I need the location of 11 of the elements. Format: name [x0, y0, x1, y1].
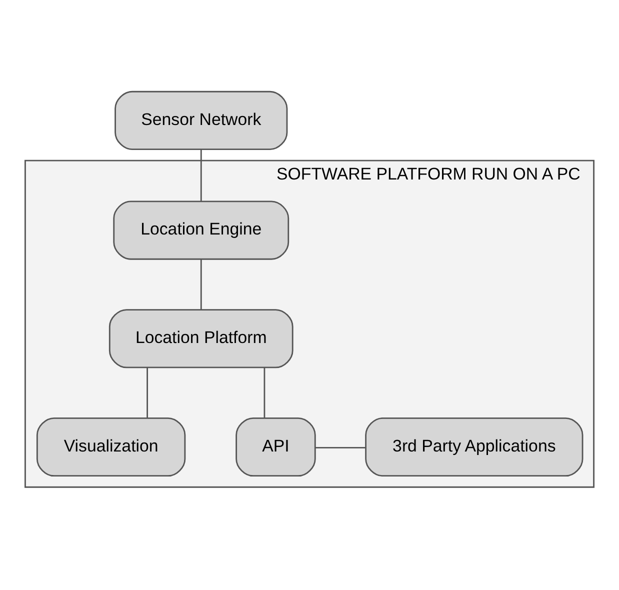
- node-box: Location Engine: [113, 200, 290, 260]
- node-box: Visualization: [36, 417, 186, 477]
- node-box: API: [236, 417, 316, 477]
- node-box: Location Platform: [108, 309, 294, 368]
- connector: [200, 259, 202, 310]
- connector: [200, 150, 202, 202]
- connector: [315, 447, 366, 448]
- connector: [146, 368, 148, 418]
- node-box: Sensor Network: [114, 90, 288, 150]
- connector: [264, 368, 266, 418]
- node-box: 3rd Party Applications: [365, 417, 584, 477]
